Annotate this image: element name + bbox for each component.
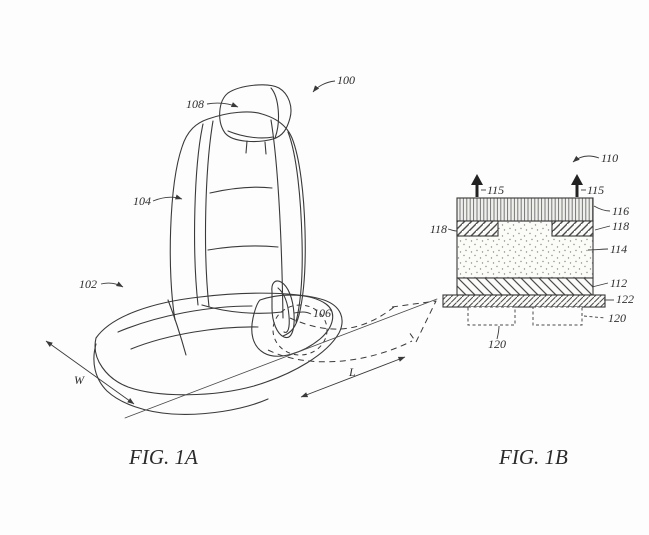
seat-back-left-bolster-seam [194,123,204,306]
dim-arrow-w [45,340,135,405]
dim-label-w: W [74,373,85,387]
seat-back-right-edge-seam [287,131,303,323]
figure-1a-caption: FIG. 1A [128,445,198,469]
ref-label-120-right: 120 [608,311,626,325]
figure-1a: W L 100 108 104 102 106 FIG. 1A [45,73,438,469]
headrest-bottom-crease [227,130,274,139]
ref-label-114: 114 [610,242,627,256]
cushion-seam-front [130,326,259,350]
headrest-outline [219,84,292,143]
seat-back-lower-seam [207,245,279,251]
seat-back-upper-seam [209,186,273,194]
rotation-arrowhead-dashed [391,300,437,343]
leader-120-bottom [496,325,500,340]
recline-lever-inner-line [277,287,290,333]
hatch-block-118-left [456,220,499,237]
leader-118-right [594,225,611,231]
leader-118-left [447,228,458,232]
seat-back-left-inner-seam [204,120,214,308]
airflow-arrow-115-left [471,174,486,197]
headrest-post-left [245,140,248,154]
ref-label-106: 106 [313,306,331,320]
ref-label-112: 112 [610,276,627,290]
leader-112 [591,282,609,288]
rotation-arc-upper-dashed [289,306,395,330]
ref-label-115-left: 115 [487,183,504,197]
airflow-arrow-115-right [571,174,586,197]
cushion-side-bolster [251,294,334,357]
pivot-circle-dashed [272,304,328,356]
seat-back-bottom-seam [201,304,283,314]
cushion-top-outline [94,292,343,396]
leader-102 [100,281,124,288]
leader-114 [587,248,609,251]
ref-label-102: 102 [79,277,97,291]
leader-116 [593,205,611,212]
headrest-side-seam [270,87,280,139]
layer-112-hatched [456,277,594,296]
headrest-post-right [264,141,267,155]
hatch-block-118-right [551,220,594,237]
ref-label-104: 104 [133,194,151,208]
block-120-left-dashed [467,306,516,326]
ref-label-120-bottom: 120 [488,337,506,351]
leader-120-right-dashed [583,315,606,319]
ref-label-118-right: 118 [612,219,629,233]
seat-back-outline [169,111,306,337]
leader-104 [152,194,183,202]
ref-label-100: 100 [337,73,355,87]
ref-label-108: 108 [186,97,204,111]
recline-lever-outline [271,280,295,339]
figure-1b-caption: FIG. 1B [498,445,568,469]
figure-1b: 110 115 115 116 118 114 112 122 120 118 … [430,151,634,469]
ref-label-122: 122 [616,292,634,306]
rotation-arc-lower-dashed [267,340,413,363]
ref-label-116: 116 [612,204,629,218]
cushion-seam-left-panel [167,299,187,356]
leader-110 [572,155,600,163]
cushion-seam-back [117,305,253,333]
leader-108 [206,102,239,108]
block-120-right-dashed [532,306,583,326]
layer-122-base-plate [442,294,606,308]
dim-axis-line [124,298,438,419]
ref-label-115-right: 115 [587,183,604,197]
dim-arrow-l [300,356,406,398]
cushion-skirt-outline [93,343,269,415]
leader-106 [293,311,312,315]
ref-label-118-left: 118 [430,222,447,236]
ref-label-110: 110 [601,151,618,165]
leader-100 [312,80,336,93]
layer-116-top [456,197,594,222]
seat-back-right-inner-seam [270,119,284,319]
dim-label-l: L [348,365,356,379]
